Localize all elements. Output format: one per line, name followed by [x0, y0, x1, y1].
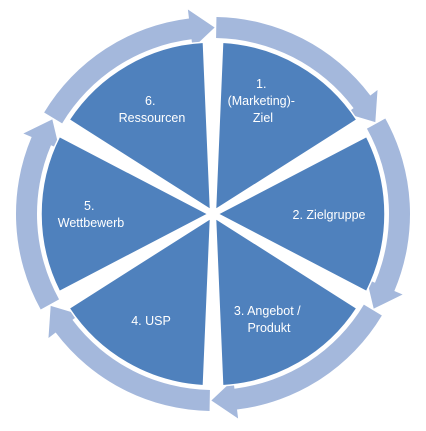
segment-1-line-2: (Marketing)-: [228, 94, 295, 108]
ring-arrow-2: [366, 118, 410, 309]
segment-2: [216, 135, 386, 293]
segment-1: [214, 41, 358, 212]
segment-2-label: 2. Zielgruppe: [293, 208, 366, 222]
segment-3-line-1: 3. Angebot /: [234, 304, 301, 318]
arrow-ring: [16, 9, 410, 419]
segment-6: [68, 41, 212, 212]
segment-3-label: 3. Angebot / Produkt: [234, 304, 304, 335]
segment-4-line-1: 4. USP: [131, 314, 171, 328]
segment-1-line-3: Ziel: [253, 111, 273, 125]
segment-2-line-1: 2. Zielgruppe: [293, 208, 366, 222]
segment-5-line-1: 5.: [84, 199, 94, 213]
segment-5-label: 5. Wettbewerb: [58, 199, 125, 230]
ring-arrow-4: [48, 305, 210, 411]
segment-1-label: 1. (Marketing)- Ziel: [228, 77, 299, 125]
segment-5: [40, 135, 210, 293]
segment-5-line-2: Wettbewerb: [58, 216, 125, 230]
ring-arrow-6: [44, 9, 215, 124]
segment-labels: 1. (Marketing)- Ziel 2. Zielgruppe 3. An…: [58, 77, 366, 335]
ring-arrow-5: [16, 119, 60, 310]
segment-4: [68, 216, 212, 387]
segment-1-line-1: 1.: [256, 77, 266, 91]
segment-3-line-2: Produkt: [247, 321, 291, 335]
segment-6-line-1: 6.: [145, 94, 155, 108]
segments: [40, 41, 386, 387]
ring-arrow-1: [216, 17, 378, 123]
segment-4-label: 4. USP: [131, 314, 171, 328]
segment-6-label: 6. Ressourcen: [119, 94, 186, 125]
segment-3: [214, 216, 358, 387]
ring-arrow-3: [211, 304, 382, 419]
segment-6-line-2: Ressourcen: [119, 111, 186, 125]
